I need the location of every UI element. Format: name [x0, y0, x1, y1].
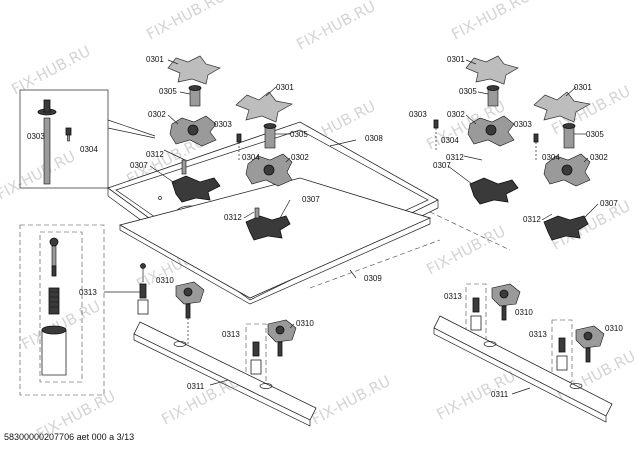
detail-inset-box — [19, 89, 156, 189]
valve-spring — [551, 319, 573, 383]
part-label: 0311 — [491, 390, 509, 399]
part-label: 0305 — [290, 130, 308, 139]
burner-base — [543, 153, 591, 187]
part-label: 0310 — [156, 276, 174, 285]
burner-cap — [167, 55, 221, 85]
part-label: 0305 — [586, 130, 604, 139]
part-label: 0313 — [529, 330, 547, 339]
part-label: 0302 — [590, 153, 608, 162]
part-label: 0302 — [291, 153, 309, 162]
gas-valve — [175, 281, 205, 344]
part-label: 0303 — [514, 120, 532, 129]
part-label: 0305 — [159, 87, 177, 96]
valve-spring — [137, 263, 149, 315]
watermark: FIX-HUB.RU — [0, 147, 78, 204]
gasket — [118, 177, 432, 305]
gas-valve — [575, 325, 605, 363]
part-label: 0301 — [447, 55, 465, 64]
watermark: FIX-HUB.RU — [308, 372, 393, 429]
screw — [433, 119, 539, 160]
part-label: 0309 — [364, 274, 382, 283]
part-label: 0307 — [130, 161, 148, 170]
part-label: 0310 — [605, 324, 623, 333]
part-label: 0313 — [222, 330, 240, 339]
part-label: 0307 — [433, 161, 451, 170]
part-label: 0301 — [276, 83, 294, 92]
gas-valve — [491, 283, 521, 321]
part-label: 0313 — [79, 288, 97, 297]
part-label: 0304 — [242, 153, 260, 162]
part-label: 0301 — [574, 83, 592, 92]
part-label: 0310 — [515, 308, 533, 317]
part-label: 0302 — [447, 110, 465, 119]
igniter-assembly — [245, 207, 291, 241]
watermark: FIX-HUB.RU — [448, 0, 533, 44]
part-label: 0312 — [146, 150, 164, 159]
burner-cap — [235, 91, 294, 123]
part-label: 0304 — [80, 145, 98, 154]
gas-valve — [267, 319, 297, 357]
part-label: 0313 — [444, 292, 462, 301]
igniter-assembly — [543, 215, 589, 241]
part-label: 0307 — [600, 199, 618, 208]
part-label: 0304 — [542, 153, 560, 162]
valve-inset-box — [19, 224, 140, 396]
part-label: 0303 — [409, 110, 427, 119]
watermark: FIX-HUB.RU — [143, 0, 228, 44]
burner-spreader — [486, 85, 500, 107]
part-label: 0307 — [302, 195, 320, 204]
screw — [236, 133, 242, 160]
part-label: 0304 — [441, 136, 459, 145]
gas-manifold — [133, 321, 317, 427]
part-label: 0303 — [214, 120, 232, 129]
part-label: 0311 — [187, 382, 205, 391]
igniter-assembly — [469, 177, 519, 205]
burner-spreader — [263, 123, 277, 149]
document-footer: 58300000207706 aet 000 a 3/13 — [4, 432, 135, 442]
connector-dashed — [309, 239, 441, 289]
connector-dashed — [429, 211, 511, 251]
watermark: FIX-HUB.RU — [293, 0, 378, 54]
burner-base — [245, 153, 293, 187]
burner-cap — [465, 55, 519, 85]
part-label: 0302 — [148, 110, 166, 119]
leader-lines — [447, 59, 599, 395]
part-label: 0305 — [459, 87, 477, 96]
part-label: 0301 — [146, 55, 164, 64]
gas-manifold — [433, 315, 613, 423]
part-label: 0312 — [446, 153, 464, 162]
burner-base — [467, 115, 515, 147]
burner-spreader — [188, 85, 202, 107]
part-label: 0312 — [523, 215, 541, 224]
burner-base — [169, 115, 217, 147]
part-label: 0310 — [296, 319, 314, 328]
igniter-assembly — [171, 159, 221, 203]
part-label: 0303 — [27, 132, 45, 141]
part-label: 0312 — [224, 213, 242, 222]
leader-lines — [149, 59, 357, 386]
burner-spreader — [562, 123, 576, 149]
burner-cap — [533, 91, 592, 123]
part-label: 0308 — [365, 134, 383, 143]
watermark: FIX-HUB.RU — [423, 222, 508, 279]
part-labels: 0301 0301 0305 0305 0302 0302 0303 0303 … — [27, 55, 623, 399]
